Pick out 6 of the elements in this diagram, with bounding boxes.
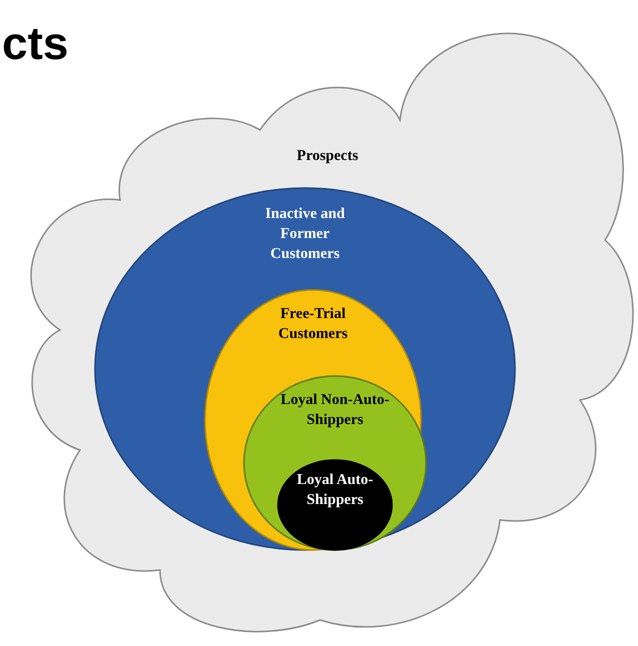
circle-label: Inactive and Former Customers — [264, 205, 346, 264]
circle-label: Prospects — [296, 147, 360, 166]
title: cts — [2, 18, 68, 68]
circle-label: Free-Trial Customers — [277, 305, 349, 344]
circle-label: Loyal Non-Auto-Shippers — [280, 391, 390, 430]
circle-label: Loyal Auto-Shippers — [296, 471, 374, 510]
